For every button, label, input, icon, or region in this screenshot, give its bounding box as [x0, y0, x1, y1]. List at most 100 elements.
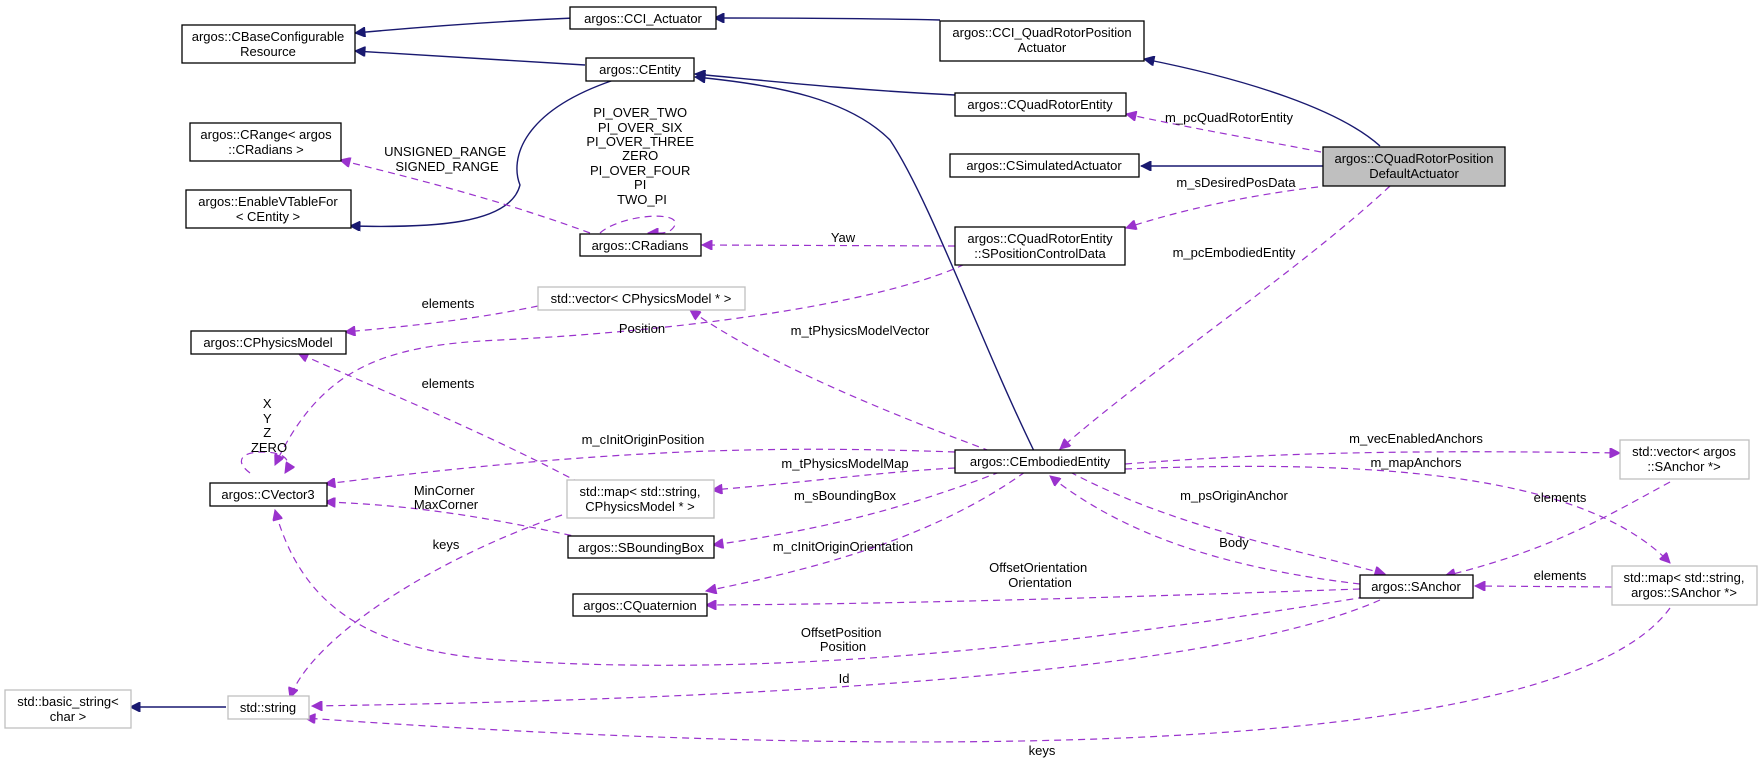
node-spositioncontroldata[interactable]: argos::CQuadRotorEntity::SPositionContro… — [954, 226, 1126, 266]
label-offset-position: OffsetPosition Position — [801, 625, 885, 654]
edge-cembodied-to-cvector3 — [325, 448, 956, 484]
label-yaw: Yaw — [831, 230, 856, 245]
node-cquadrotorentity[interactable]: argos::CQuadRotorEntity — [954, 92, 1127, 117]
edge-cembodied-to-cquaternion — [706, 471, 1026, 591]
edge-focus-to-cquadrotorentity — [1126, 114, 1322, 153]
node-map-string-sanchor[interactable]: std::map< std::string,argos::SAnchor *> — [1611, 565, 1758, 606]
label-position: Position — [619, 321, 665, 336]
edge-mapphys-to-stdstring — [290, 514, 563, 698]
node-vector-sanchor[interactable]: std::vector< argos::SAnchor *> — [1619, 439, 1750, 480]
node-cphysicsmodel[interactable]: argos::CPhysicsModel — [190, 330, 347, 355]
label-offset-orientation: OffsetOrientation Orientation — [989, 560, 1091, 590]
edge-cembodied-to-centity — [695, 77, 1035, 452]
edge-labels: m_pcQuadRotorEntity m_sDesiredPosData m_… — [251, 105, 1587, 758]
inheritance-edges — [130, 17, 1381, 707]
usage-edges — [240, 114, 1671, 743]
svg-text:argos::CQuadRotorEntity: argos::CQuadRotorEntity — [967, 97, 1113, 112]
svg-text:std::map< std::string,argos::S: std::map< std::string,argos::SAnchor *> — [1623, 570, 1744, 600]
label-map-elements: elements — [422, 376, 475, 391]
svg-text:argos::CQuaternion: argos::CQuaternion — [583, 598, 696, 613]
node-csimulatedactuator[interactable]: argos::CSimulatedActuator — [949, 153, 1140, 178]
edge-mapphys-to-cphysicsmodel — [298, 353, 581, 484]
edge-cembodied-to-sboundingbox — [713, 471, 1001, 545]
edge-centity-to-cbaseconfigurable — [355, 51, 586, 66]
label-min-max-corner: MinCorner MaxCorner — [414, 483, 479, 512]
label-vector-elements: elements — [422, 296, 475, 311]
label-radian-constants: PI_OVER_TWO PI_OVER_SIX PI_OVER_THREE ZE… — [586, 105, 697, 207]
label-quadrotorentity: m_pcQuadRotorEntity — [1165, 110, 1293, 125]
svg-text:std::string: std::string — [240, 700, 296, 715]
svg-text:std::vector< argos::SAnchor *>: std::vector< argos::SAnchor *> — [1632, 444, 1736, 474]
edge-cradians-self — [599, 215, 676, 233]
node-std-string[interactable]: std::string — [227, 695, 310, 720]
edge-mapanchor-to-sanchor — [1475, 586, 1613, 587]
svg-text:argos::CEntity: argos::CEntity — [599, 62, 681, 77]
edge-cembodied-to-vecanchor — [1124, 452, 1620, 465]
label-bounding-box: m_sBoundingBox — [794, 488, 896, 503]
svg-text:argos::SBoundingBox: argos::SBoundingBox — [578, 540, 704, 555]
node-centity[interactable]: argos::CEntity — [585, 57, 695, 82]
edge-cembodied-to-sanchor — [1069, 471, 1385, 574]
label-range: UNSIGNED_RANGE SIGNED_RANGE — [384, 144, 510, 174]
edge-sanchor-to-cembodied — [1050, 476, 1361, 585]
edge-cembodied-to-mapanchor — [1124, 465, 1670, 563]
edge-focus-to-cciquad — [1144, 59, 1381, 147]
edge-vecanchor-to-sanchor — [1445, 481, 1671, 576]
label-physics-vector: m_tPhysicsModelVector — [791, 323, 930, 338]
edge-cciquad-to-cciactuator — [714, 18, 941, 20]
node-basic-string[interactable]: std::basic_string<char > — [4, 689, 132, 729]
edge-cquadentity-to-centity — [695, 74, 956, 96]
edge-cvector3-self — [240, 451, 287, 473]
edge-sanchor-to-stdstring — [312, 599, 1381, 706]
svg-text:std::vector< CPhysicsModel * >: std::vector< CPhysicsModel * > — [551, 291, 732, 306]
label-desiredpos: m_sDesiredPosData — [1176, 175, 1296, 190]
node-cquaternion[interactable]: argos::CQuaternion — [572, 593, 708, 617]
label-enabled-anchors: m_vecEnabledAnchors — [1349, 431, 1483, 446]
svg-text:std::map< std::string,CPhysics: std::map< std::string,CPhysicsModel * > — [579, 484, 700, 514]
label-anchor-vector-elements: elements — [1534, 490, 1587, 505]
node-map-string-cphysicsmodel[interactable]: std::map< std::string,CPhysicsModel * > — [566, 479, 715, 519]
node-cci-actuator[interactable]: argos::CCI_Actuator — [569, 6, 717, 30]
edge-focus-to-cembodiedentity — [1060, 185, 1391, 449]
node-sanchor[interactable]: argos::SAnchor — [1359, 574, 1474, 599]
label-keys-string: keys — [1029, 743, 1056, 758]
node-cradians[interactable]: argos::CRadians — [579, 233, 702, 257]
node-enablevtablefor-centity[interactable]: argos::EnableVTableFor< CEntity > — [185, 189, 352, 229]
node-sboundingbox[interactable]: argos::SBoundingBox — [567, 535, 715, 559]
edge-mapanchor-to-stdstring — [305, 607, 1671, 743]
label-vector3-constants: X Y Z ZERO — [251, 396, 287, 455]
svg-text:argos::EnableVTableFor< CEntit: argos::EnableVTableFor< CEntity > — [198, 194, 338, 224]
node-cvector3[interactable]: argos::CVector3 — [209, 482, 328, 507]
node-cembodiedentity[interactable]: argos::CEmbodiedEntity — [954, 449, 1126, 474]
edge-vecphys-to-cphysicsmodel — [345, 305, 539, 332]
label-physics-map: m_tPhysicsModelMap — [781, 456, 908, 471]
edge-sanchor-to-cquaternion — [706, 588, 1361, 605]
label-map-anchors: m_mapAnchors — [1370, 455, 1462, 470]
label-keys-map: keys — [433, 537, 460, 552]
svg-text:argos::CEmbodiedEntity: argos::CEmbodiedEntity — [970, 454, 1111, 469]
label-origin-anchor: m_psOriginAnchor — [1180, 488, 1288, 503]
svg-text:argos::CQuadRotorEntity::SPosi: argos::CQuadRotorEntity::SPositionContro… — [967, 231, 1113, 261]
label-init-origin-position: m_cInitOriginPosition — [582, 432, 705, 447]
node-crange-cradians[interactable]: argos::CRange< argos::CRadians > — [189, 122, 342, 162]
edge-spositioncontrol-to-cradians — [702, 245, 956, 246]
edge-cradians-to-crange — [340, 160, 591, 234]
svg-text:argos::CSimulatedActuator: argos::CSimulatedActuator — [966, 158, 1122, 173]
svg-text:argos::CPhysicsModel: argos::CPhysicsModel — [203, 335, 332, 350]
svg-text:argos::CRadians: argos::CRadians — [592, 238, 689, 253]
svg-text:argos::SAnchor: argos::SAnchor — [1371, 579, 1461, 594]
node-vector-cphysicsmodel[interactable]: std::vector< CPhysicsModel * > — [537, 286, 746, 311]
svg-text:argos::CVector3: argos::CVector3 — [221, 487, 314, 502]
edge-ccciactuator-to-cbaseconfigurable — [355, 17, 575, 33]
label-body: Body — [1219, 535, 1249, 550]
svg-text:std::basic_string<char >: std::basic_string<char > — [17, 694, 119, 724]
label-embodied: m_pcEmbodiedEntity — [1173, 245, 1296, 260]
